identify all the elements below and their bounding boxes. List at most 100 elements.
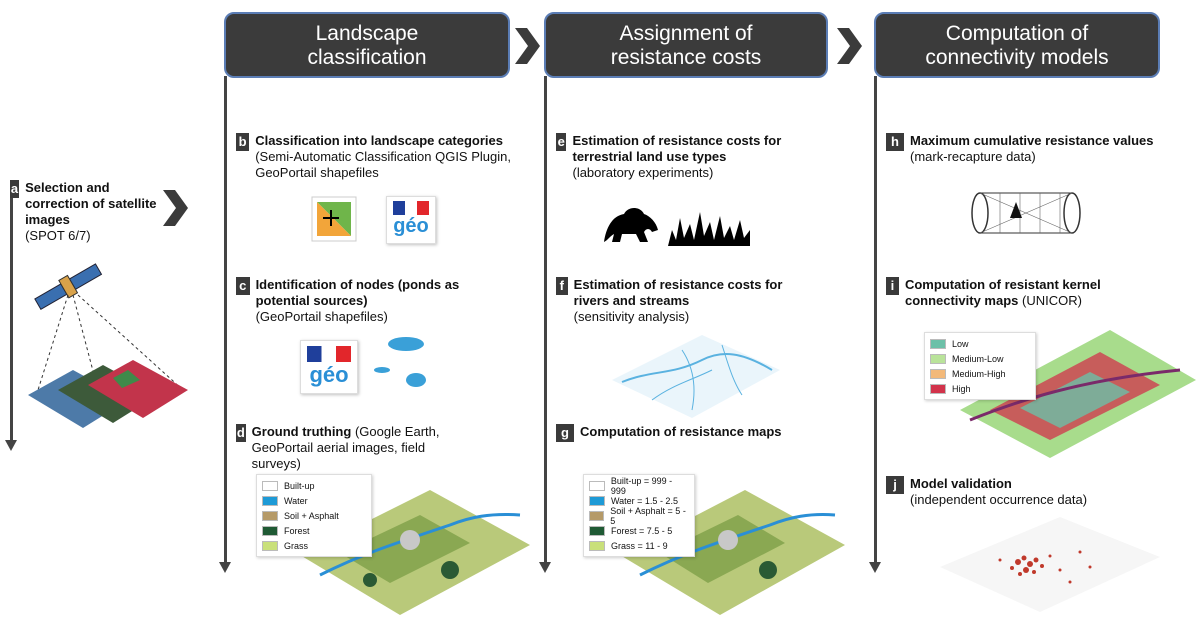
step-title: Estimation of resistance costs for river… (573, 277, 783, 308)
step-detail: (SPOT 6/7) (25, 228, 91, 243)
resistance-map-g (620, 490, 845, 615)
legend-label: Grass (284, 540, 309, 551)
legend-swatch (930, 338, 946, 349)
step-title: Classification into landscape categories (255, 133, 504, 148)
legend-swatch (262, 540, 278, 551)
step-detail: (UNICOR) (1022, 293, 1082, 308)
legend-row: Grass = 11 - 9 (589, 538, 689, 553)
step-letter-badge: c (236, 277, 250, 295)
header-connectivity-label: Computation of connectivity models (925, 22, 1109, 69)
legend-swatch (262, 525, 278, 536)
step-detail: (independent occurrence data) (910, 492, 1088, 507)
flow-line-connectivity (874, 76, 877, 564)
frog-icon (604, 208, 658, 242)
step-detail: (laboratory experiments) (572, 165, 714, 180)
step-j: j Model validation (independent occurren… (886, 476, 1146, 508)
arrow-down-icon (869, 562, 881, 573)
chevron-right-icon (515, 28, 540, 64)
legend-label: Medium-High (952, 368, 1006, 379)
header-landscape-label: Landscape classification (307, 22, 427, 69)
legend-swatch (262, 510, 278, 521)
legend-row: Forest (262, 523, 366, 538)
connectivity-map-i (960, 330, 1196, 458)
step-b: b Classification into landscape categori… (236, 133, 536, 181)
legend-row: Water = 1.5 - 2.5 (589, 493, 689, 508)
legend-swatch (930, 383, 946, 394)
step-title: Model validation (910, 476, 1012, 491)
header-resistance-label: Assignment of resistance costs (610, 22, 762, 69)
step-title: Computation of resistance maps (580, 424, 782, 439)
step-h: h Maximum cumulative resistance values (… (886, 133, 1176, 165)
legend-label: Forest (284, 525, 310, 536)
arrow-down-icon (219, 562, 231, 573)
step-detail: (Google Earth, GeoPortail aerial images,… (251, 424, 440, 471)
legend-swatch (589, 510, 605, 521)
legend-row: Medium-Low (930, 351, 1030, 366)
step-g: g Computation of resistance maps (556, 424, 796, 442)
step-title: Selection and correction of satellite im… (25, 180, 157, 227)
step-detail: (mark-recapture data) (910, 149, 1036, 164)
chevron-right-icon (837, 28, 862, 64)
occurrence-points-map (940, 517, 1160, 612)
legend-swatch (589, 480, 605, 491)
step-i: i Computation of resistant kernel connec… (886, 277, 1176, 309)
geoportail-logo: géo (300, 340, 358, 394)
legend-row: High (930, 381, 1030, 396)
step-letter-badge: b (236, 133, 250, 151)
flow-line-resistance (544, 76, 547, 564)
satellite-icon (28, 263, 188, 428)
legend-swatch (589, 525, 605, 536)
step-letter-badge: a (10, 180, 20, 198)
step-letter-badge: f (556, 277, 568, 295)
legend-swatch (930, 368, 946, 379)
river-network-map (612, 335, 780, 418)
arrow-down-icon (5, 440, 17, 451)
legend-d: Built-up Water Soil + Asphalt Forest Gra… (256, 474, 372, 557)
legend-i: Low Medium-Low Medium-High High (924, 332, 1036, 400)
legend-g: Built-up = 999 - 999 Water = 1.5 - 2.5 S… (583, 474, 695, 557)
legend-label: Built-up (284, 480, 315, 491)
legend-row: Grass (262, 538, 366, 553)
step-letter-badge: h (886, 133, 904, 151)
step-letter-badge: d (236, 424, 246, 442)
qgis-plugin-icon (311, 196, 357, 242)
grass-icon (668, 212, 750, 246)
legend-label: High (952, 383, 971, 394)
pond-shapes-icon (374, 337, 426, 387)
flow-line-landscape (224, 76, 227, 564)
step-title: Maximum cumulative resistance values (910, 133, 1154, 148)
legend-label: Soil + Asphalt = 5 - 5 (610, 505, 686, 526)
geoportail-logo: géo (386, 196, 436, 244)
legend-label: Water = 1.5 - 2.5 (611, 495, 678, 506)
fish-trap-icon (971, 192, 1081, 234)
step-letter-badge: g (556, 424, 574, 442)
step-detail: (GeoPortail shapefiles) (255, 309, 388, 324)
legend-row: Water (262, 493, 366, 508)
step-title: Estimation of resistance costs for terre… (572, 133, 782, 164)
legend-row: Medium-High (930, 366, 1030, 381)
chevron-right-icon (163, 190, 188, 226)
step-title: Identification of nodes (ponds as potent… (255, 277, 460, 308)
legend-row: Built-up (262, 478, 366, 493)
arrow-down-icon (539, 562, 551, 573)
header-resistance-costs: Assignment of resistance costs (544, 12, 828, 78)
step-a: a Selection and correction of satellite … (10, 180, 160, 244)
legend-label: Soil + Asphalt (284, 510, 339, 521)
step-detail: (Semi-Automatic Classification QGIS Plug… (255, 149, 511, 180)
legend-swatch (589, 540, 605, 551)
legend-row: Forest = 7.5 - 5 (589, 523, 689, 538)
step-detail: (sensitivity analysis) (573, 309, 690, 324)
step-title: Computation of resistant kernel connecti… (904, 277, 1101, 308)
flow-line-a (10, 180, 13, 442)
step-letter-badge: j (886, 476, 904, 494)
landcover-map-d (300, 490, 530, 615)
legend-label: Grass = 11 - 9 (611, 540, 668, 551)
legend-row: Soil + Asphalt (262, 508, 366, 523)
step-d: d Ground truthing (Google Earth, GeoPort… (236, 424, 476, 472)
geoportail-logo-text: géo (309, 362, 349, 387)
legend-label: Water (284, 495, 308, 506)
legend-row: Soil + Asphalt = 5 - 5 (589, 505, 689, 526)
step-e: e Estimation of resistance costs for ter… (556, 133, 786, 181)
step-letter-badge: i (886, 277, 899, 295)
step-c: c Identification of nodes (ponds as pote… (236, 277, 496, 325)
